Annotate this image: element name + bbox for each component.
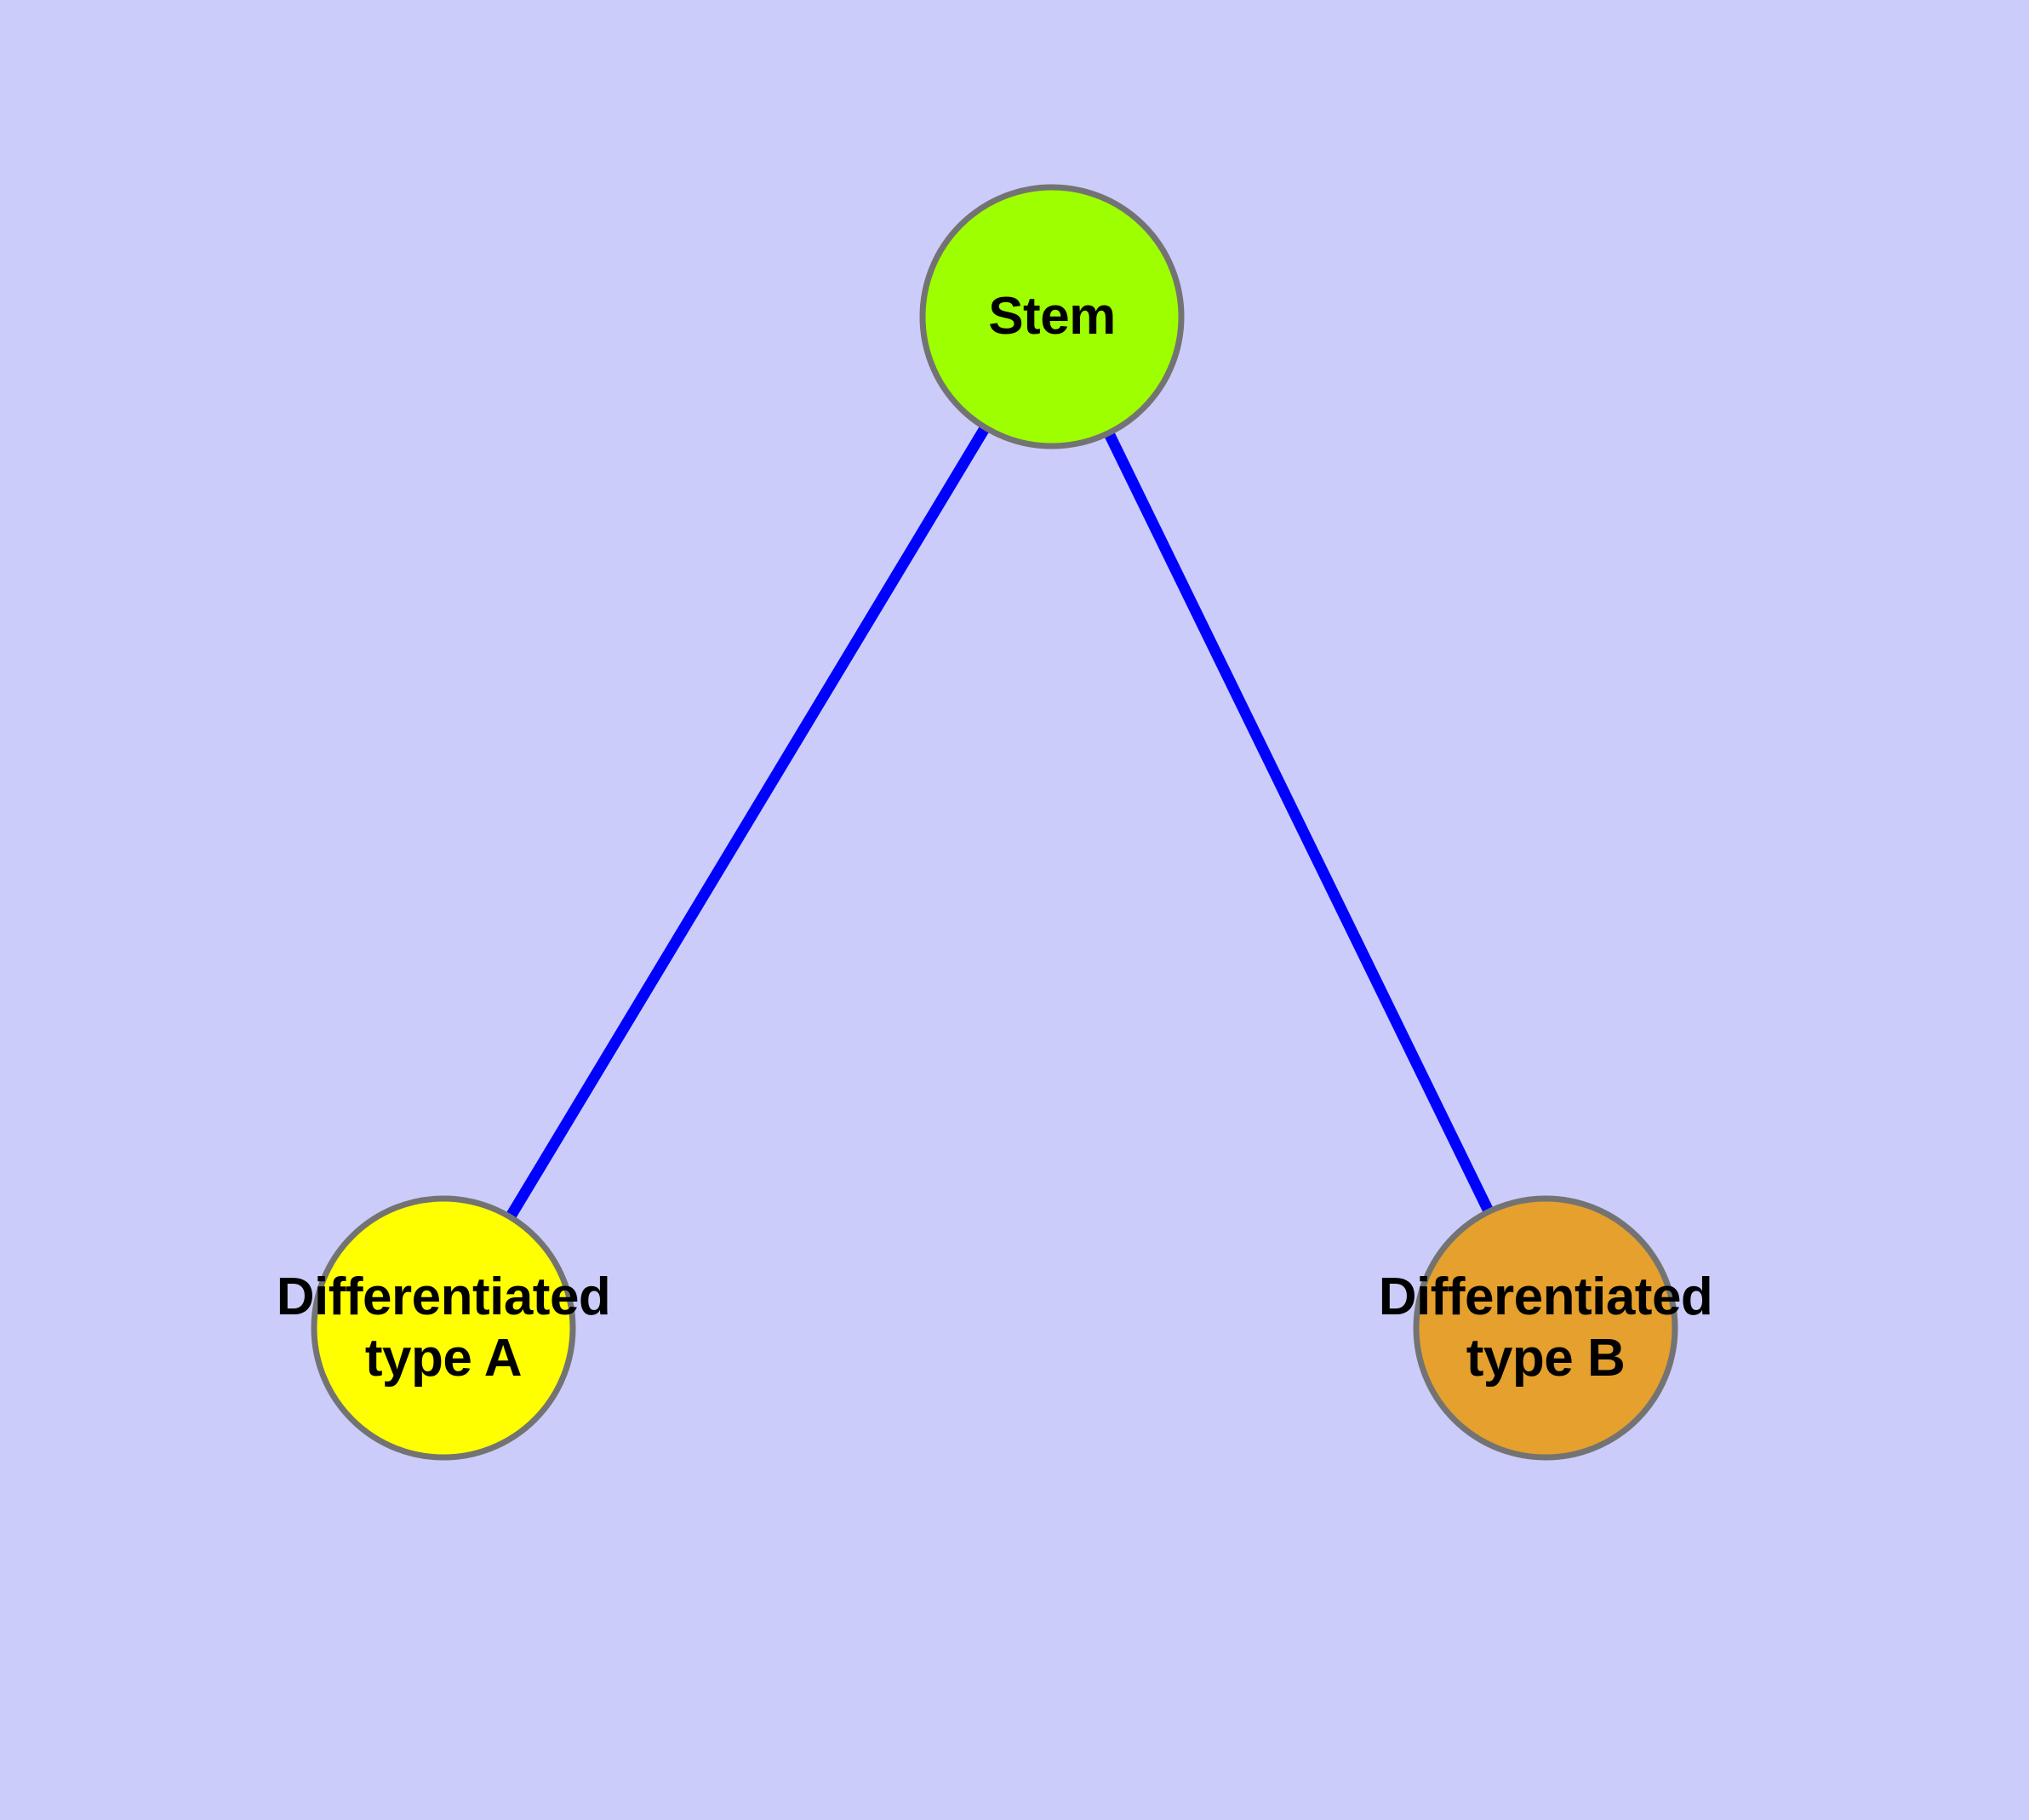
- edge-stem-to-diff-a[interactable]: [438, 313, 1057, 1331]
- node-differentiated-type-a[interactable]: [311, 1195, 576, 1461]
- edge-stem-to-diff-b[interactable]: [1047, 314, 1551, 1331]
- node-stem[interactable]: [919, 184, 1185, 449]
- node-differentiated-type-b[interactable]: [1413, 1195, 1678, 1461]
- edge-layer: [438, 313, 1551, 1331]
- node-layer: [311, 184, 1678, 1461]
